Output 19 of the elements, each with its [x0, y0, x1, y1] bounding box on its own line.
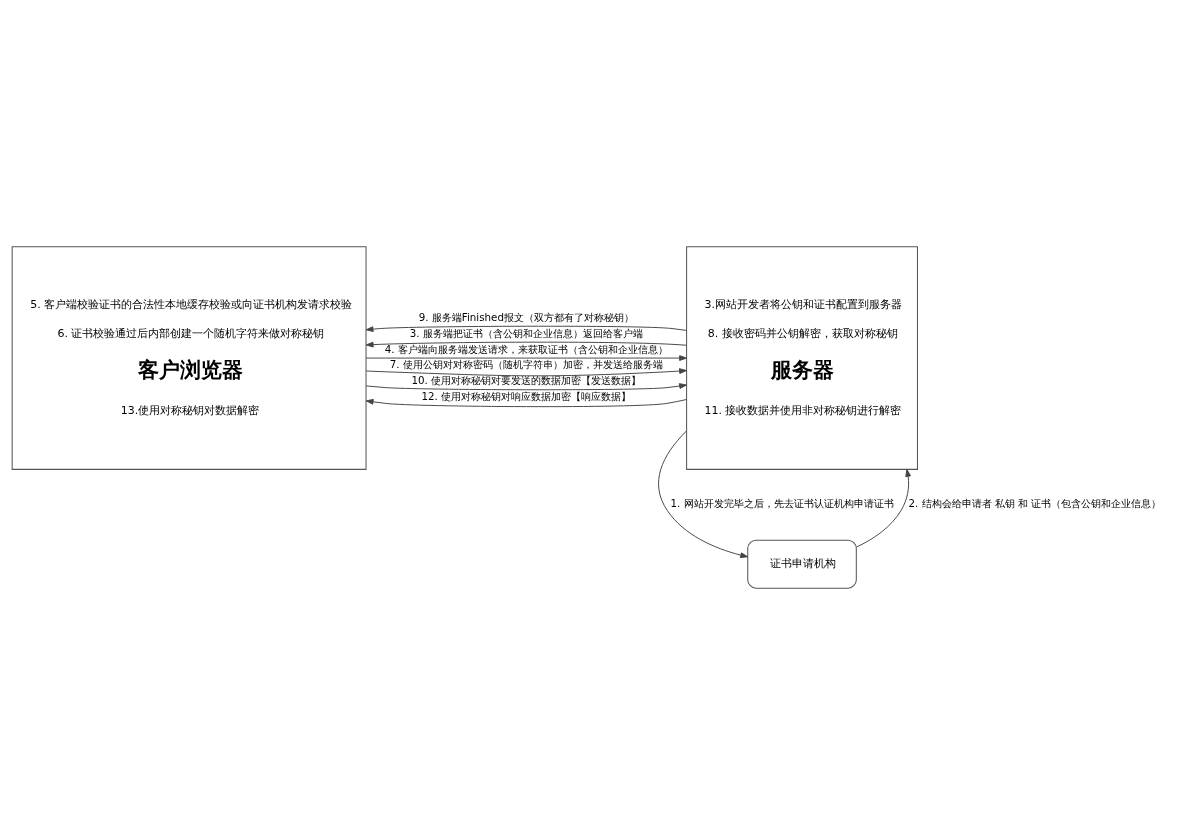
edge-label: 3. 服务端把证书（含公钥和企业信息）返回给客户端 — [409, 326, 643, 339]
edge-label: 12. 使用对称秘钥对响应数据加密【响应数据】 — [421, 389, 632, 402]
arrow — [365, 383, 687, 391]
node-box: 3.网站开发者将公钥和证书配置到服务器 8. 接收密码并公钥解密，获取对称秘钥 服务器 11. 接收数据并使用非对称秘钥进行解密 — [686, 246, 918, 470]
edge-label: 1. 网站开发完毕之后，先去证书认证机构申请证书 — [670, 497, 894, 510]
arrow — [365, 368, 687, 377]
arrow — [658, 430, 749, 558]
edge-label: 7. 使用公钥对对称密码（随机字符串）加密，并发送给服务端 — [389, 358, 663, 371]
arrow — [365, 325, 687, 333]
arrow — [855, 469, 911, 548]
node-box: 5. 客户端校验证书的合法性本地缓存校验或向证书机构发请求校验 6. 证书校验通过后内部创建一个随机字符来做对称秘钥 客户浏览器 13.使用对称秘钥对数据解密 — [11, 246, 367, 470]
edge-label: 4. 客户端向服务端发送请求，来获取证书（含公钥和企业信息） — [384, 342, 668, 355]
arrow — [365, 341, 687, 348]
edge-label: 10. 使用对称秘钥对要发送的数据加密【发送数据】 — [411, 374, 642, 387]
edge-label: 9. 服务端Finished报文（双方都有了对称秘钥） — [418, 310, 634, 323]
arrow — [365, 398, 687, 408]
node-box: 证书申请机构 — [747, 539, 857, 589]
arrow — [365, 355, 687, 361]
edge-label: 2. 结构会给申请者 私钥 和 证书（包含公钥和企业信息） — [908, 497, 1162, 510]
